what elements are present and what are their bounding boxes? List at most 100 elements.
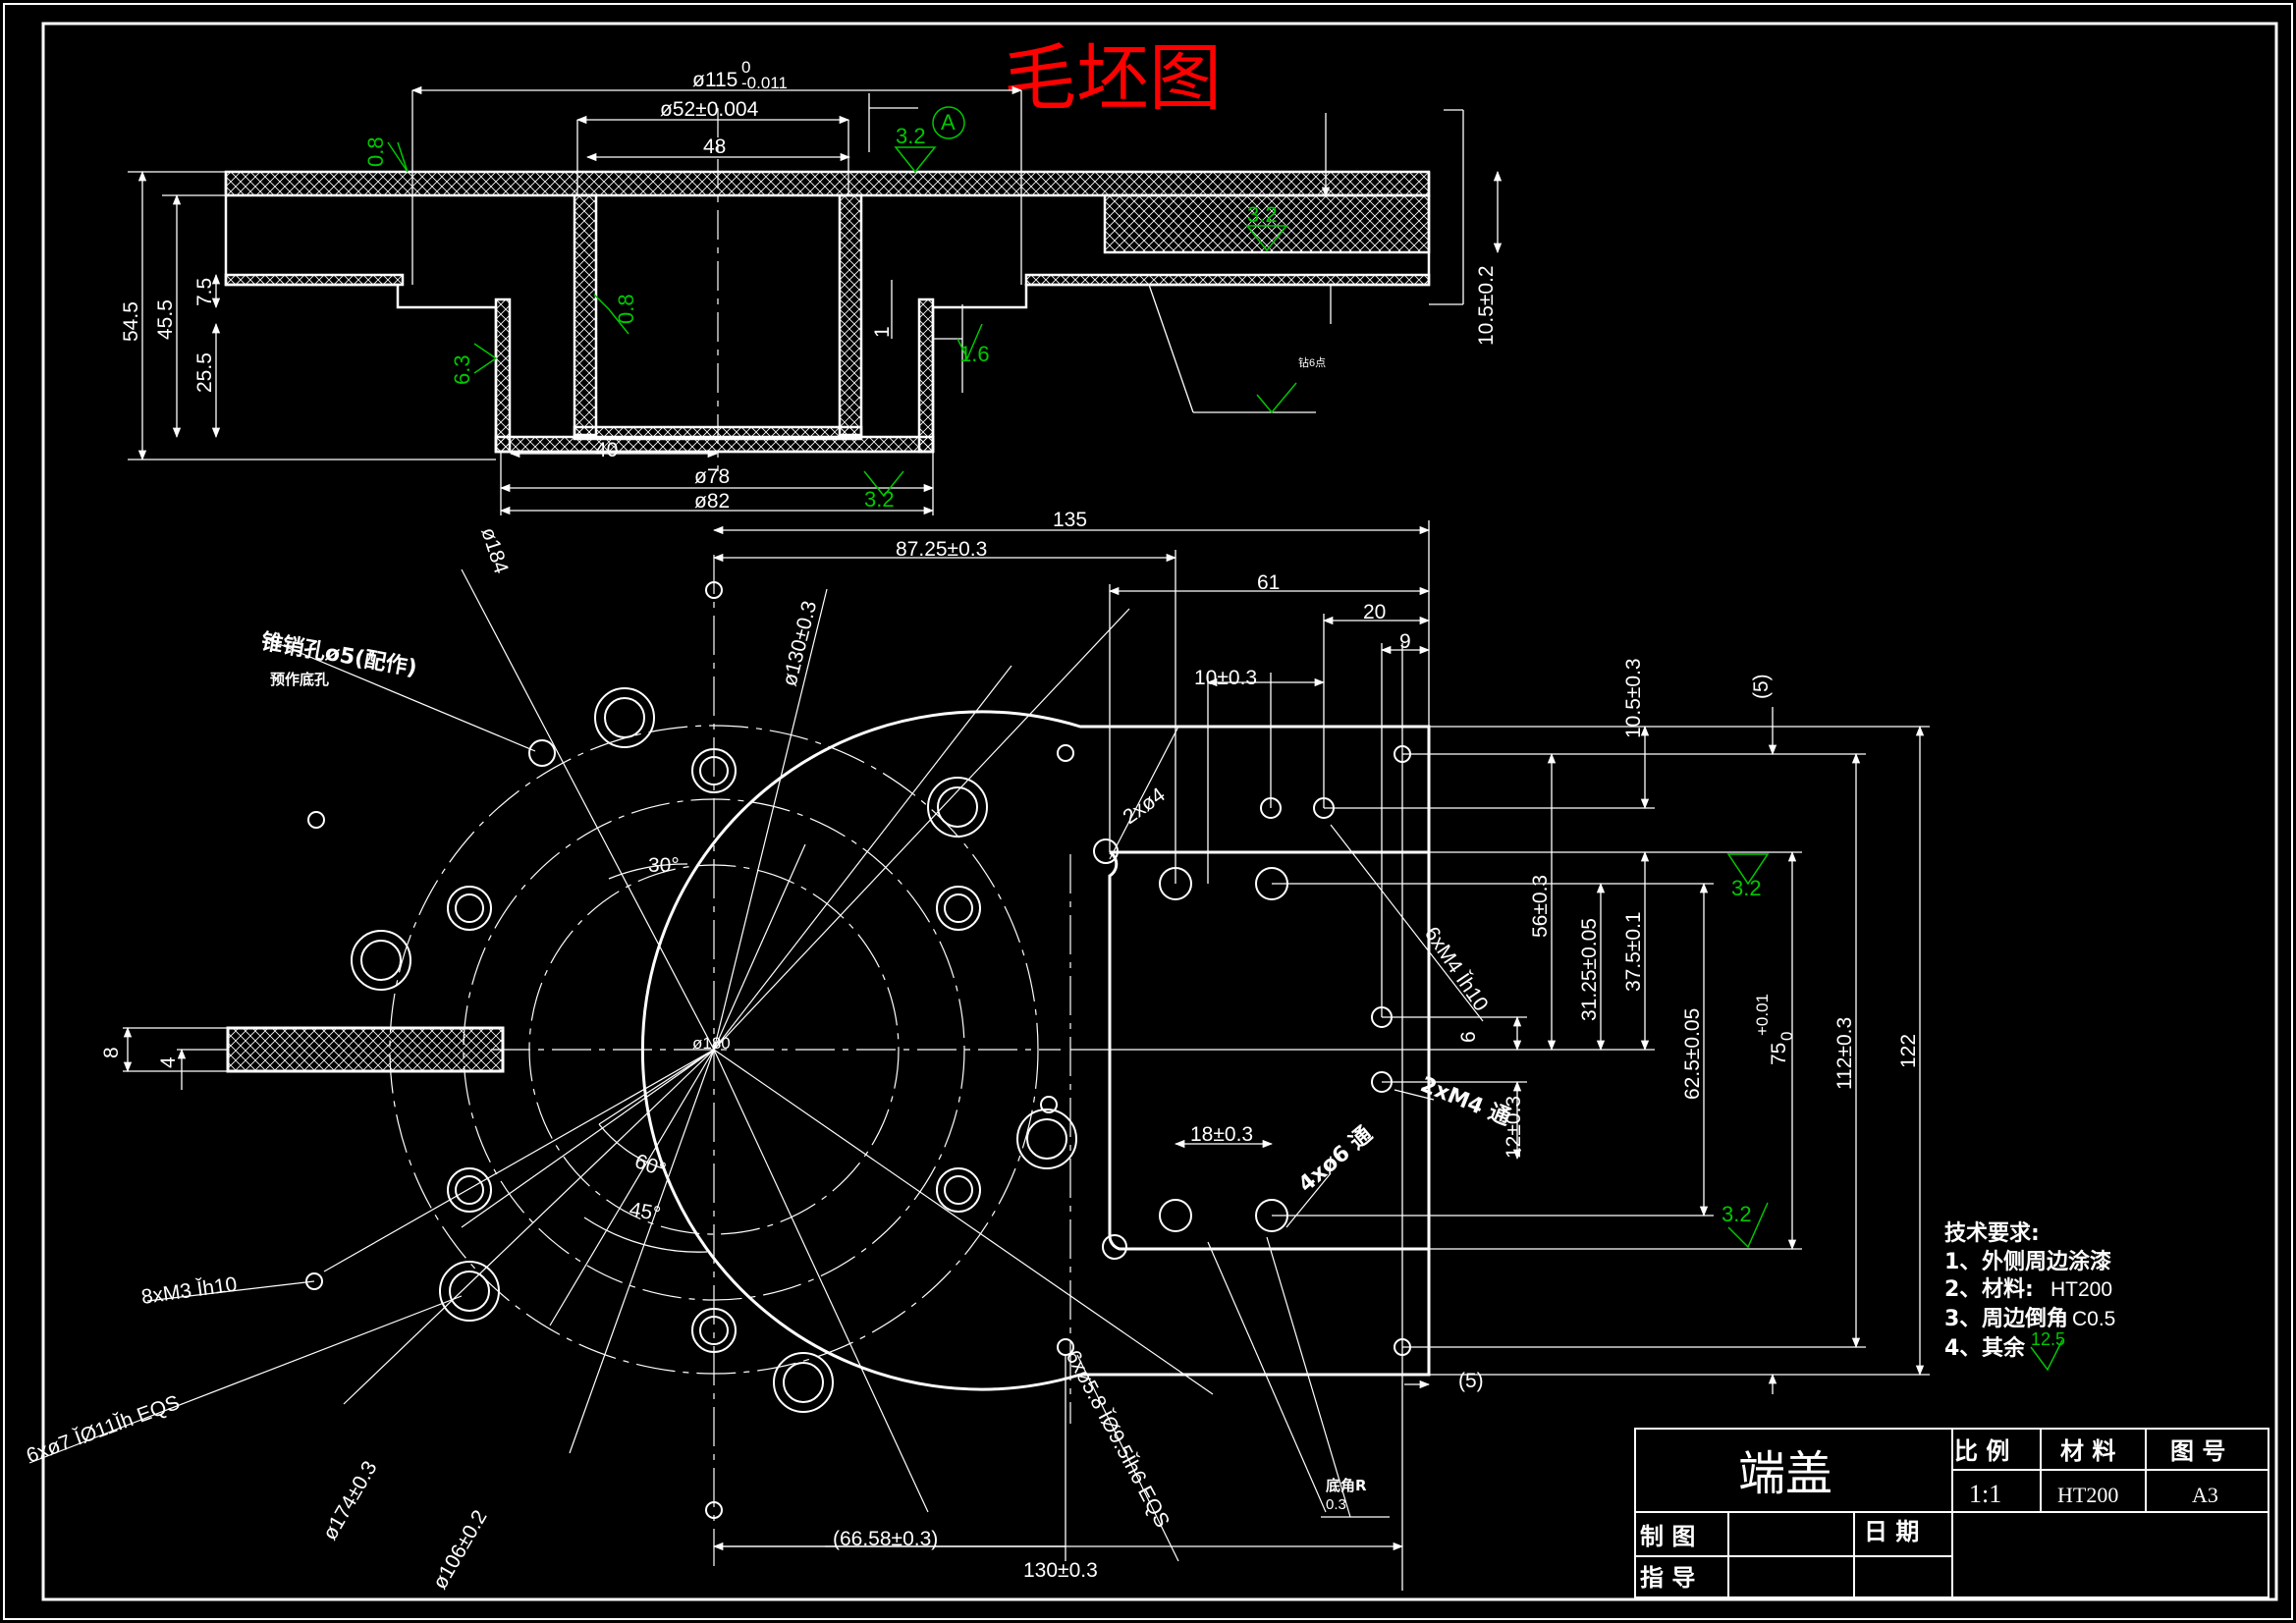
roughness-right-bottom: 3.2 bbox=[1722, 1202, 1752, 1226]
dim-h75-tol-up: +0.01 bbox=[1753, 994, 1772, 1036]
callout-m4-thru: 2xM4 通 bbox=[1417, 1072, 1514, 1130]
roughness-pad: 3.2 bbox=[1247, 202, 1278, 227]
drawing-frame bbox=[41, 22, 2278, 1601]
callout-holes-7: 6xø7 ǏØ11Ǐh EQS bbox=[24, 1391, 183, 1468]
section-view bbox=[224, 108, 1431, 471]
dim-h1: 1 bbox=[871, 326, 894, 338]
tech-item-4-roughness: 12.5 bbox=[2031, 1329, 2065, 1349]
dim-h4: 4 bbox=[157, 1056, 180, 1068]
dim-h31-25: 31.25±0.05 bbox=[1578, 918, 1601, 1021]
dim-h7-5: 7.5 bbox=[193, 278, 216, 306]
dim-h10-5: 10.5±0.2 bbox=[1475, 265, 1498, 346]
plan-centerlines bbox=[389, 555, 1071, 1566]
dim-d174: ø174±0.3 bbox=[318, 1457, 381, 1543]
plan-leader-lines bbox=[28, 568, 1484, 1562]
dim-d82: ø82 bbox=[694, 490, 730, 513]
tech-item-3-value: C0.5 bbox=[2072, 1308, 2115, 1330]
plan-view bbox=[226, 710, 1431, 1391]
tech-title: 技术要求: bbox=[1944, 1221, 2040, 1246]
roughness-bore: 0.8 bbox=[614, 294, 638, 324]
tech-item-1-text: 外侧周边涂漆 bbox=[1982, 1249, 2111, 1274]
tech-item-3-text: 周边倒角 bbox=[1982, 1306, 2068, 1331]
value-scale: 1:1 bbox=[1969, 1480, 2001, 1508]
value-drawing-no: A3 bbox=[2192, 1483, 2218, 1507]
dim-h56: 56±0.3 bbox=[1529, 875, 1552, 938]
dim-h75: 75 bbox=[1768, 1043, 1790, 1065]
dim-h62-5: 62.5±0.05 bbox=[1681, 1008, 1704, 1100]
angle-60: 60° bbox=[631, 1150, 669, 1181]
dim-d180: ø180 bbox=[692, 1034, 731, 1053]
dim-w48: 48 bbox=[703, 135, 726, 158]
dim-h122: 122 bbox=[1897, 1034, 1920, 1068]
roughness-rest-icon bbox=[2030, 1339, 2063, 1372]
tech-item-2-num: 2、 bbox=[1944, 1277, 1981, 1302]
tech-item-4-num: 4、 bbox=[1944, 1336, 1981, 1361]
dim-d115-lower: -0.011 bbox=[741, 74, 788, 92]
dim-h12: 12±0.3 bbox=[1503, 1096, 1525, 1159]
pad-note: 钻6点 bbox=[1298, 355, 1326, 369]
dim-d115: ø115 bbox=[692, 69, 738, 91]
roughness-right-top: 3.2 bbox=[1731, 876, 1762, 900]
roughness-bottom: 3.2 bbox=[864, 487, 895, 512]
value-material: HT200 bbox=[2057, 1483, 2118, 1507]
dim-d52: ø52±0.004 bbox=[660, 98, 759, 121]
dim-w87-25: 87.25±0.3 bbox=[896, 538, 987, 561]
title-block bbox=[1634, 1428, 2269, 1598]
dim-h10-5: 10.5±0.3 bbox=[1622, 658, 1645, 738]
roughness-flange: 1.6 bbox=[959, 342, 990, 366]
datum-label: A bbox=[941, 110, 956, 135]
label-scale: 比 例 bbox=[1954, 1437, 2009, 1465]
dim-w9: 9 bbox=[1399, 630, 1411, 653]
dim-w66-58: (66.58±0.3) bbox=[833, 1528, 938, 1550]
plan-roughness: 3.2 3.2 bbox=[1722, 853, 1770, 1249]
tech-item-1-num: 1、 bbox=[1944, 1250, 1981, 1274]
callout-corner-r-val: 0.3 bbox=[1326, 1496, 1346, 1513]
dim-w40: 40 bbox=[595, 439, 618, 461]
label-checked: 指 导 bbox=[1640, 1564, 1695, 1592]
callout-hole-4x6: 4xø6 通 bbox=[1294, 1122, 1378, 1198]
part-name: 端盖 bbox=[1738, 1446, 1832, 1501]
dim-d130: ø130±0.3 bbox=[779, 599, 822, 689]
dim-h5: (5) bbox=[1750, 674, 1773, 699]
datum-circle bbox=[932, 106, 965, 139]
angle-30: 30° bbox=[648, 854, 680, 877]
plan-callouts: 锥销孔ø5(配作) 预作底孔 8xM3 Ǐh10 6xø7 ǏØ11Ǐh EQS… bbox=[24, 628, 1514, 1531]
roughness-top: 3.2 bbox=[896, 124, 926, 148]
dim-w10-3: 10±0.3 bbox=[1194, 667, 1257, 689]
callout-corner-r: 底角R bbox=[1326, 1477, 1367, 1494]
dim-d184: ø184 bbox=[476, 524, 513, 576]
outer-border bbox=[3, 3, 2293, 1620]
callout-hole-2x4: 2xø4 bbox=[1119, 784, 1170, 829]
dim-w5-bottom: (5) bbox=[1458, 1370, 1484, 1392]
dim-h25-5: 25.5 bbox=[193, 352, 216, 393]
dim-h8: 8 bbox=[100, 1047, 123, 1058]
roughness-step: 6.3 bbox=[450, 354, 474, 385]
tech-item-3-num: 3、 bbox=[1944, 1307, 1981, 1331]
section-roughness: 0.8 0.8 6.3 1.6 3.2 3.2 3.2 bbox=[363, 124, 1297, 512]
dim-w18: 18±0.3 bbox=[1190, 1123, 1253, 1146]
label-material: 材 料 bbox=[2060, 1437, 2115, 1465]
dim-h75-tol-low: 0 bbox=[1777, 1032, 1796, 1041]
roughness-top-left: 0.8 bbox=[363, 136, 388, 167]
dim-w130: 130±0.3 bbox=[1023, 1559, 1098, 1582]
title-block-text: 端盖 比 例 材 料 图 号 1:1 HT200 A3 制 图 指 导 日 期 bbox=[1640, 1437, 2225, 1592]
dim-h112: 112±0.3 bbox=[1833, 1017, 1856, 1090]
angle-45: 45° bbox=[628, 1198, 662, 1225]
tech-requirements: 技术要求: 1、 外侧周边涂漆 2、 材料: HT200 3、 周边倒角 C0.… bbox=[1944, 1221, 2115, 1372]
dim-w20: 20 bbox=[1363, 601, 1386, 623]
dim-w61: 61 bbox=[1257, 571, 1280, 594]
dim-d115-upper: 0 bbox=[741, 58, 750, 77]
dim-w135: 135 bbox=[1053, 509, 1087, 531]
label-date: 日 期 bbox=[1864, 1518, 1919, 1545]
dim-h54-5: 54.5 bbox=[120, 301, 142, 342]
plan-dimension-lines bbox=[123, 520, 1930, 1591]
dim-h6: 6 bbox=[1457, 1031, 1480, 1043]
dim-h45-5: 45.5 bbox=[154, 299, 177, 340]
blank-title: 毛坯图 bbox=[1004, 36, 1222, 121]
dim-d106: ø106±0.2 bbox=[428, 1506, 491, 1593]
label-drawing-no: 图 号 bbox=[2170, 1437, 2225, 1465]
callout-m3: 8xM3 Ǐh10 bbox=[139, 1273, 238, 1309]
label-drawn: 制 图 bbox=[1640, 1523, 1695, 1550]
dim-d78: ø78 bbox=[694, 465, 730, 488]
